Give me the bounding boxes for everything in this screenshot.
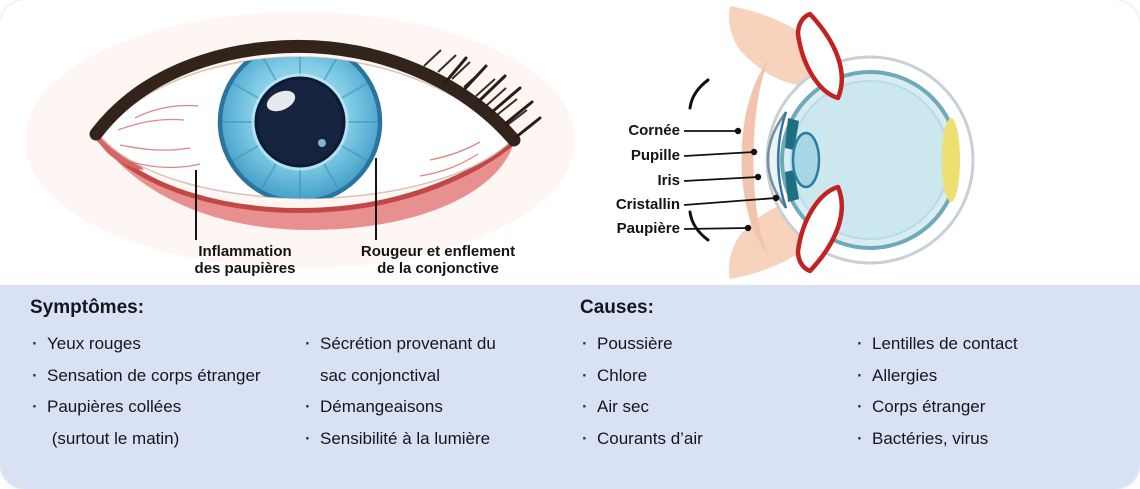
iris-label: Iris (657, 172, 680, 189)
cause-item: Poussière (580, 328, 852, 360)
diagrams-section: Inflammation des paupières Rougeur et en… (0, 0, 1140, 285)
cause-item: Allergies (855, 360, 1127, 392)
symptoms-title: Symptômes: (30, 297, 145, 318)
symptom-item: Sécrétion provenant du sac conjonctival (303, 328, 575, 391)
causes-column-1: Poussière Chlore Air sec Courants d’air (580, 328, 852, 454)
inflamed-eye-diagram: Inflammation des paupières Rougeur et en… (0, 0, 580, 285)
conjunctiva-redness-label: Rougeur et enflement de la conjonctive (360, 243, 516, 277)
cornea-label: Cornée (628, 122, 680, 139)
cause-item: Air sec (580, 391, 852, 423)
cause-item: Corps étranger (855, 391, 1127, 423)
pupil-label: Pupille (630, 147, 680, 164)
cause-item: Chlore (580, 360, 852, 392)
symptom-item: Démangeaisons (303, 391, 575, 423)
symptoms-column-1: Yeux rouges Sensation de corps étranger … (30, 328, 302, 454)
cause-item: Lentilles de contact (855, 328, 1127, 360)
lens-label: Cristallin (615, 196, 680, 213)
cause-item: Bactéries, virus (855, 423, 1127, 455)
symptom-item: Paupières collées (surtout le matin) (30, 391, 302, 454)
eye-cross-section-illustration (683, 6, 975, 279)
eyelid-inflammation-label: Inflammation des paupières (194, 243, 296, 277)
symptom-item: Sensibilité à la lumière (303, 423, 575, 455)
symptom-item: Sensation de corps étranger (30, 360, 302, 392)
eyelid-label-cross-section: Paupière (616, 220, 680, 237)
symptoms-column-2: Sécrétion provenant du sac conjonctival … (303, 328, 575, 454)
inflamed-eye-illustration (25, 12, 575, 268)
causes-column-2: Lentilles de contact Allergies Corps étr… (855, 328, 1127, 454)
cause-item: Courants d’air (580, 423, 852, 455)
eye-cross-section-diagram: Cornée Pupille Iris Cristallin Paupière (580, 0, 1140, 285)
symptom-item: Yeux rouges (30, 328, 302, 360)
info-panel: Symptômes: Causes: Yeux rouges Sensation… (0, 285, 1140, 489)
causes-title: Causes: (580, 297, 654, 318)
